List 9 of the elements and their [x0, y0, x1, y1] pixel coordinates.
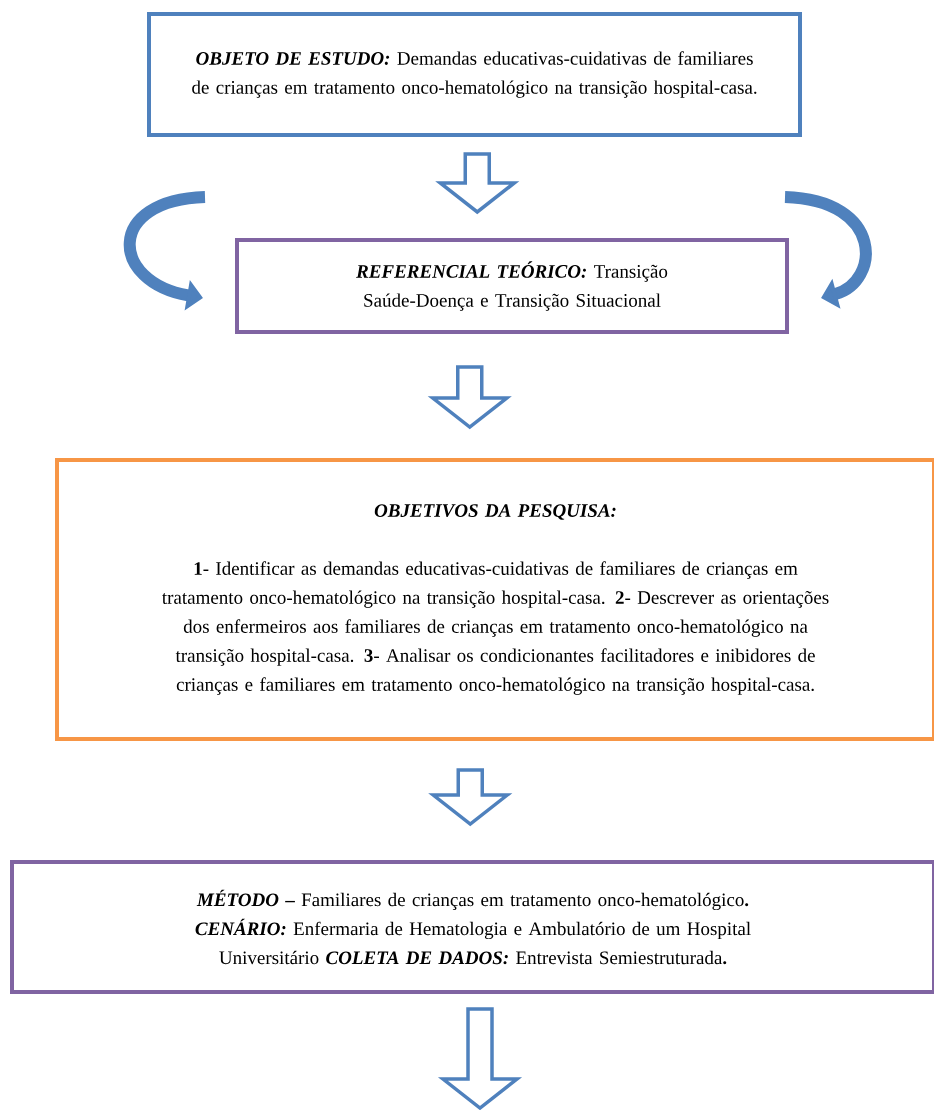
block-arrow	[428, 768, 513, 827]
text-box: OBJETO DE ESTUDO: Demandas educativas-cuidativas de familiares de crianças em tratamento onco-hematológico na transição hospital-casa.	[147, 12, 802, 137]
text-box: REFERENCIAL TEÓRICO: Transição Saúde-Doença e Transição Situacional	[235, 238, 789, 334]
block-arrow	[427, 365, 512, 430]
text-box: OBJETIVOS DA PESQUISA: 1- Identificar as demandas educativas-cuidativas de familiares de crianças em tratamento onco-hematológico na transição hospital-casa. 2- Descrever as orientações dos enfermeiros aos familiares de crianças em tratamento onco-hematológico na transição hospital-casa. 3- Analisar os condicionantes facilitadores e inibidores de crianças e familiares em tratamento onco-hematológico na transição hospital-casa.	[55, 458, 934, 741]
block-arrow	[435, 152, 520, 215]
curved-arrow	[784, 191, 872, 309]
block-arrow	[437, 1007, 523, 1110]
text-box: MÉTODO – Familiares de crianças em tratamento onco-hematológico. CENÁRIO: Enfermaria de Hematologia e Ambulatório de um Hospital Universitário COLETA DE DADOS: Entrevista Semiestruturada.	[10, 860, 934, 994]
